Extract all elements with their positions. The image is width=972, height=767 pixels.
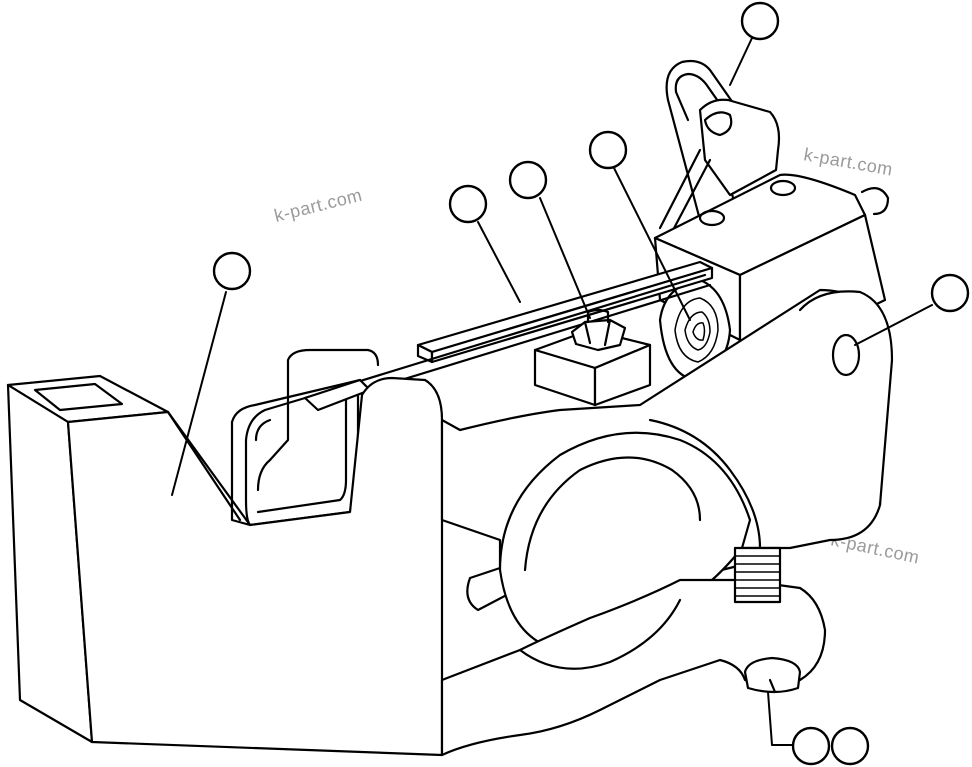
nut-flat-2 <box>603 318 612 347</box>
callout-left-housing[interactable] <box>212 251 252 291</box>
callout-bottom-left[interactable] <box>791 726 831 766</box>
ring-opening-inner <box>523 456 702 572</box>
pin-hole <box>831 333 861 377</box>
left-box-inner <box>33 382 124 412</box>
watermark-top-right: k-part.com <box>802 144 894 179</box>
callout-top-right-handle[interactable] <box>740 1 780 41</box>
bottom-bolt <box>743 656 802 694</box>
handle-loop-inner <box>674 72 736 126</box>
main-housing <box>6 288 894 757</box>
nut-flat-1 <box>583 320 592 345</box>
leader-lines <box>171 37 933 746</box>
leader-spring <box>613 167 691 321</box>
ring-opening-lip <box>648 418 762 550</box>
callout-bottom-right[interactable] <box>830 726 870 766</box>
wire-back <box>256 348 380 492</box>
spring-coil-1 <box>674 297 719 363</box>
pin-boss <box>798 290 894 507</box>
leader-top-right <box>729 37 753 86</box>
bracket-hole-2 <box>769 179 797 197</box>
callout-nut[interactable] <box>508 160 548 200</box>
handle-bracket <box>658 59 781 234</box>
leader-bottom <box>767 691 793 746</box>
housing-inner-wall <box>230 420 252 527</box>
small-hook <box>860 187 890 216</box>
handle-plate <box>698 98 781 197</box>
wire-front-inner <box>254 398 348 514</box>
leader-mid-right <box>854 304 933 346</box>
watermark-top-left: k-part.com <box>272 185 364 226</box>
long-plate <box>303 260 714 407</box>
bracket-top-face <box>653 173 867 277</box>
handle-rod <box>658 148 712 234</box>
bottom-bolt-slot <box>768 678 777 694</box>
leader-nut <box>539 197 591 319</box>
callout-plate[interactable] <box>448 184 488 224</box>
block-side <box>593 343 652 407</box>
callouts <box>212 1 970 766</box>
nut <box>570 318 627 352</box>
handle-hole <box>703 111 733 137</box>
spring-coil-3 <box>692 322 706 341</box>
bracket-hole-1 <box>698 209 726 227</box>
callout-mid-right-pin[interactable] <box>930 273 970 313</box>
callout-spring-coil[interactable] <box>588 130 628 170</box>
housing-front-face <box>66 376 444 757</box>
leader-left-housing <box>171 291 227 496</box>
wire-front <box>244 384 360 527</box>
nut-block <box>533 308 652 407</box>
spring-coil-2 <box>684 311 711 351</box>
leader-plate <box>477 221 521 303</box>
housing-top-edge <box>166 378 362 522</box>
clamp-inner-curve <box>518 598 682 670</box>
